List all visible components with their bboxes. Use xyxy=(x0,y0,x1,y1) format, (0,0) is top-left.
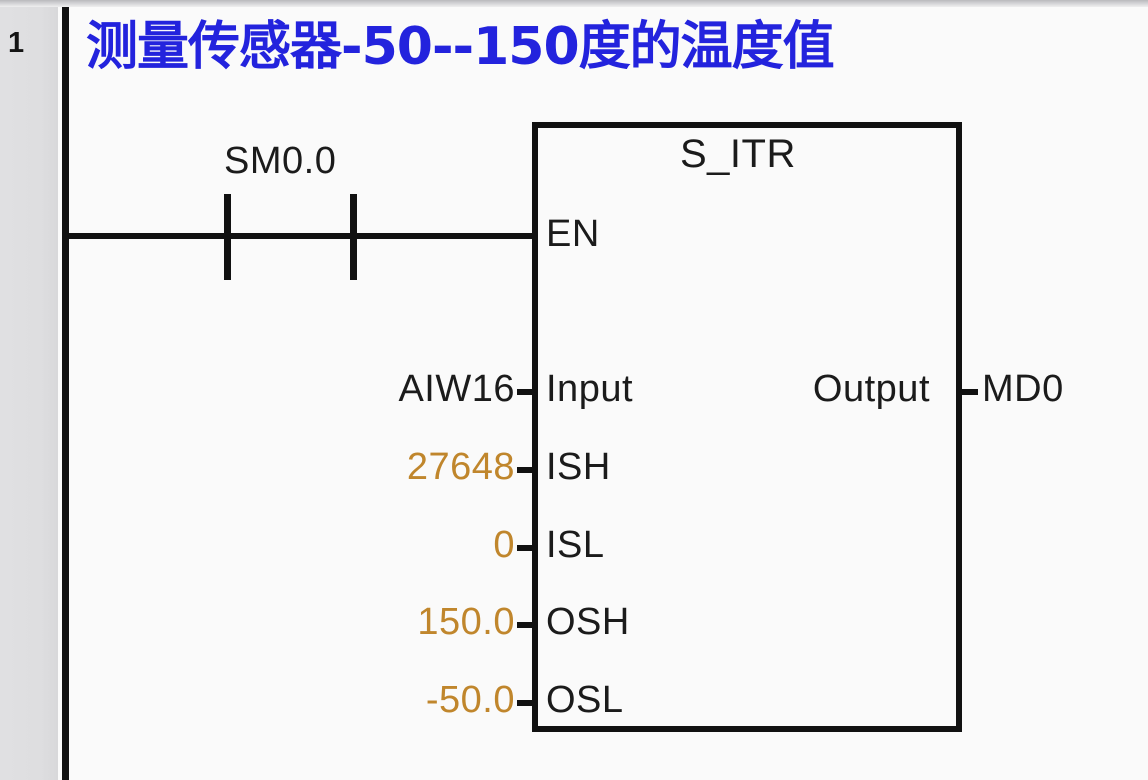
function-block-title: S_ITR xyxy=(680,132,796,176)
contact-right-bar-icon[interactable] xyxy=(350,194,357,280)
pin-label-isl: ISL xyxy=(546,524,605,566)
rung-wire-segment-rail-to-contact xyxy=(66,233,229,239)
network-title-comment[interactable]: 测量传感器-50--150度的温度值 xyxy=(86,17,835,77)
rung-wire-segment-contact-to-block xyxy=(355,233,535,239)
function-block-s-itr[interactable] xyxy=(532,122,962,732)
pin-label-osl: OSL xyxy=(546,679,624,721)
power-rail xyxy=(62,7,69,780)
rung-wire-segment-contact-gap xyxy=(229,233,355,239)
operand-ish[interactable]: 27648 xyxy=(406,446,515,488)
pin-stub-osl xyxy=(517,700,535,706)
pin-stub-osh xyxy=(517,622,535,628)
network-gutter: 1 xyxy=(0,7,58,780)
operand-isl[interactable]: 0 xyxy=(493,524,515,566)
operand-output[interactable]: MD0 xyxy=(982,368,1064,410)
pin-label-output: Output xyxy=(812,368,930,410)
pin-label-ish: ISH xyxy=(546,446,611,488)
network-number: 1 xyxy=(8,27,25,59)
operand-osh[interactable]: 150.0 xyxy=(417,601,515,643)
contact-label-sm00[interactable]: SM0.0 xyxy=(224,140,337,182)
window-top-strip xyxy=(0,0,1148,7)
pin-stub-input xyxy=(517,389,535,395)
pin-label-en: EN xyxy=(546,213,600,255)
operand-input[interactable]: AIW16 xyxy=(398,368,515,410)
contact-left-bar-icon[interactable] xyxy=(224,194,231,280)
pin-label-osh: OSH xyxy=(546,601,630,643)
pin-stub-isl xyxy=(517,545,535,551)
operand-osl[interactable]: -50.0 xyxy=(425,679,515,721)
pin-stub-ish xyxy=(517,467,535,473)
pin-label-input: Input xyxy=(546,368,634,410)
pin-stub-output xyxy=(960,389,978,395)
